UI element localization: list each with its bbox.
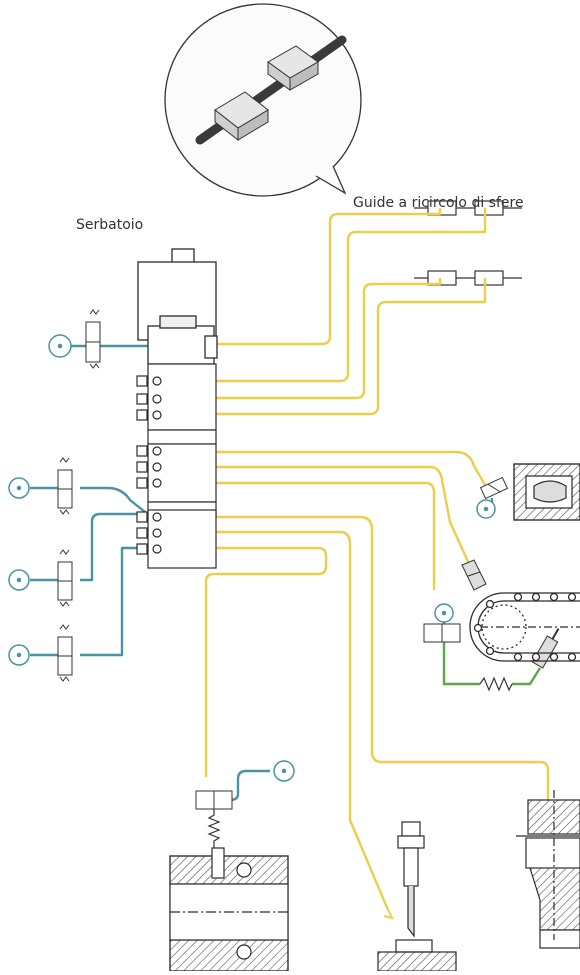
lube-lines [204, 208, 550, 911]
reservoir-label: Serbatoio [76, 217, 144, 233]
pressure-gauge-icon [476, 499, 496, 519]
solenoid-valve-icon [57, 624, 73, 682]
guide-symbol-2 [414, 270, 522, 286]
guide-magnifier [164, 3, 362, 197]
pressure-gauge-icon [434, 603, 454, 623]
brush-icon [479, 476, 509, 500]
brush-icon [461, 559, 487, 591]
chain-oil-line [442, 642, 480, 686]
solenoid-valve-icon [57, 457, 73, 515]
spring-icon [479, 676, 513, 692]
press-die [513, 463, 580, 521]
distributor-block [136, 363, 217, 569]
pressure-gauge-icon [273, 760, 295, 782]
solenoid-valve-icon [57, 549, 73, 607]
pressure-gauge-icon [48, 334, 72, 358]
bearing-housing [169, 847, 289, 972]
pressure-gauge-icon [8, 569, 30, 591]
gear-shaft [516, 790, 580, 949]
pressure-gauge-icon [8, 477, 30, 499]
guide-symbol-1 [414, 200, 522, 216]
chain-oil-line-2 [512, 667, 542, 686]
solenoid-valve-icon [85, 309, 101, 369]
chain-drive [469, 592, 580, 662]
guide-carriage-icon [214, 91, 269, 142]
lube-arrow [383, 904, 394, 920]
guide-carriage-icon [267, 45, 319, 91]
guides-label: Guide a ricircolo di sfere [353, 195, 524, 211]
solenoid-valve-icon [423, 623, 461, 643]
drill-spindle [377, 821, 457, 972]
reservoir-block [137, 248, 218, 365]
spring-icon [207, 809, 221, 849]
pressure-gauge-icon [8, 644, 30, 666]
solenoid-valve-icon [195, 790, 233, 810]
